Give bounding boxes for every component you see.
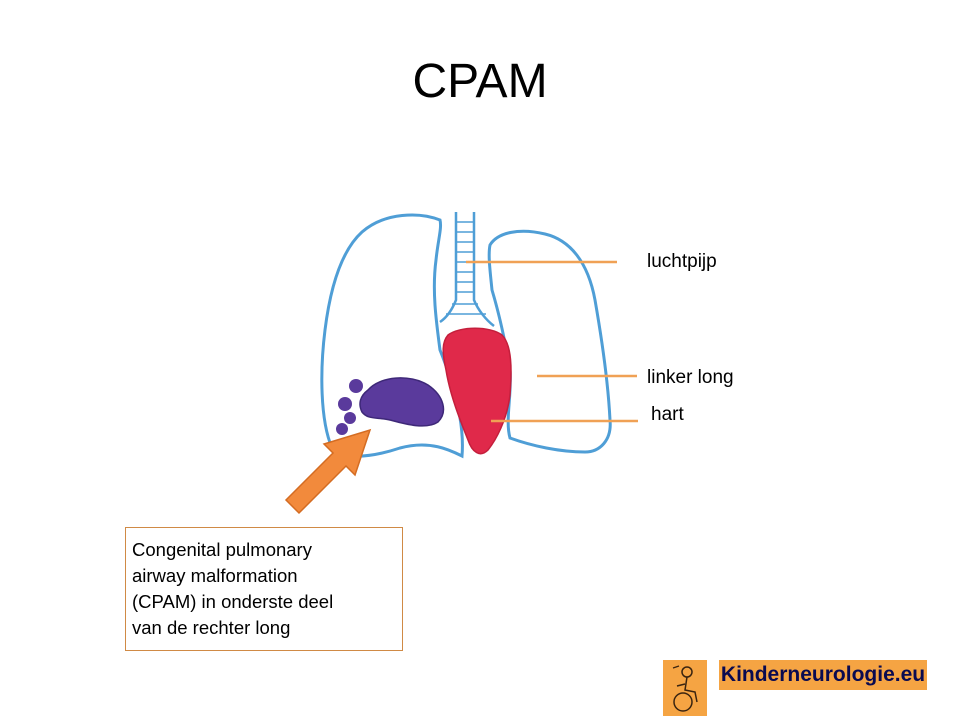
cpam-cyst — [336, 423, 348, 435]
arrow-to-cpam — [284, 428, 372, 515]
cpam-cyst — [338, 397, 352, 411]
label-trachea: luchtpijp — [647, 251, 717, 272]
slide-title: CPAM — [412, 55, 548, 108]
logo-text: Kinderneurologie.eu — [719, 660, 927, 690]
label-heart: hart — [651, 404, 684, 425]
caption-line: Congenital pulmonary — [132, 539, 312, 560]
caption-line: (CPAM) in onderste deel — [132, 591, 334, 612]
heart-shape — [442, 327, 512, 455]
logo-wheelchair-icon — [663, 660, 707, 716]
caption-box: Congenital pulmonary airway malformation… — [125, 527, 403, 651]
cpam-malformation — [336, 377, 445, 435]
trachea — [439, 212, 495, 327]
label-left-lung: linker long — [647, 367, 734, 388]
trachea-left-wall — [439, 212, 458, 324]
cpam-main-mass — [359, 377, 445, 427]
left-lung-outline — [487, 229, 612, 454]
caption-line: airway malformation — [132, 565, 298, 586]
right-lung-outline — [320, 213, 464, 459]
caption-line: van de rechter long — [132, 617, 291, 638]
cpam-cyst — [349, 379, 363, 393]
trachea-right-wall — [472, 212, 495, 327]
cpam-cyst — [344, 412, 356, 424]
